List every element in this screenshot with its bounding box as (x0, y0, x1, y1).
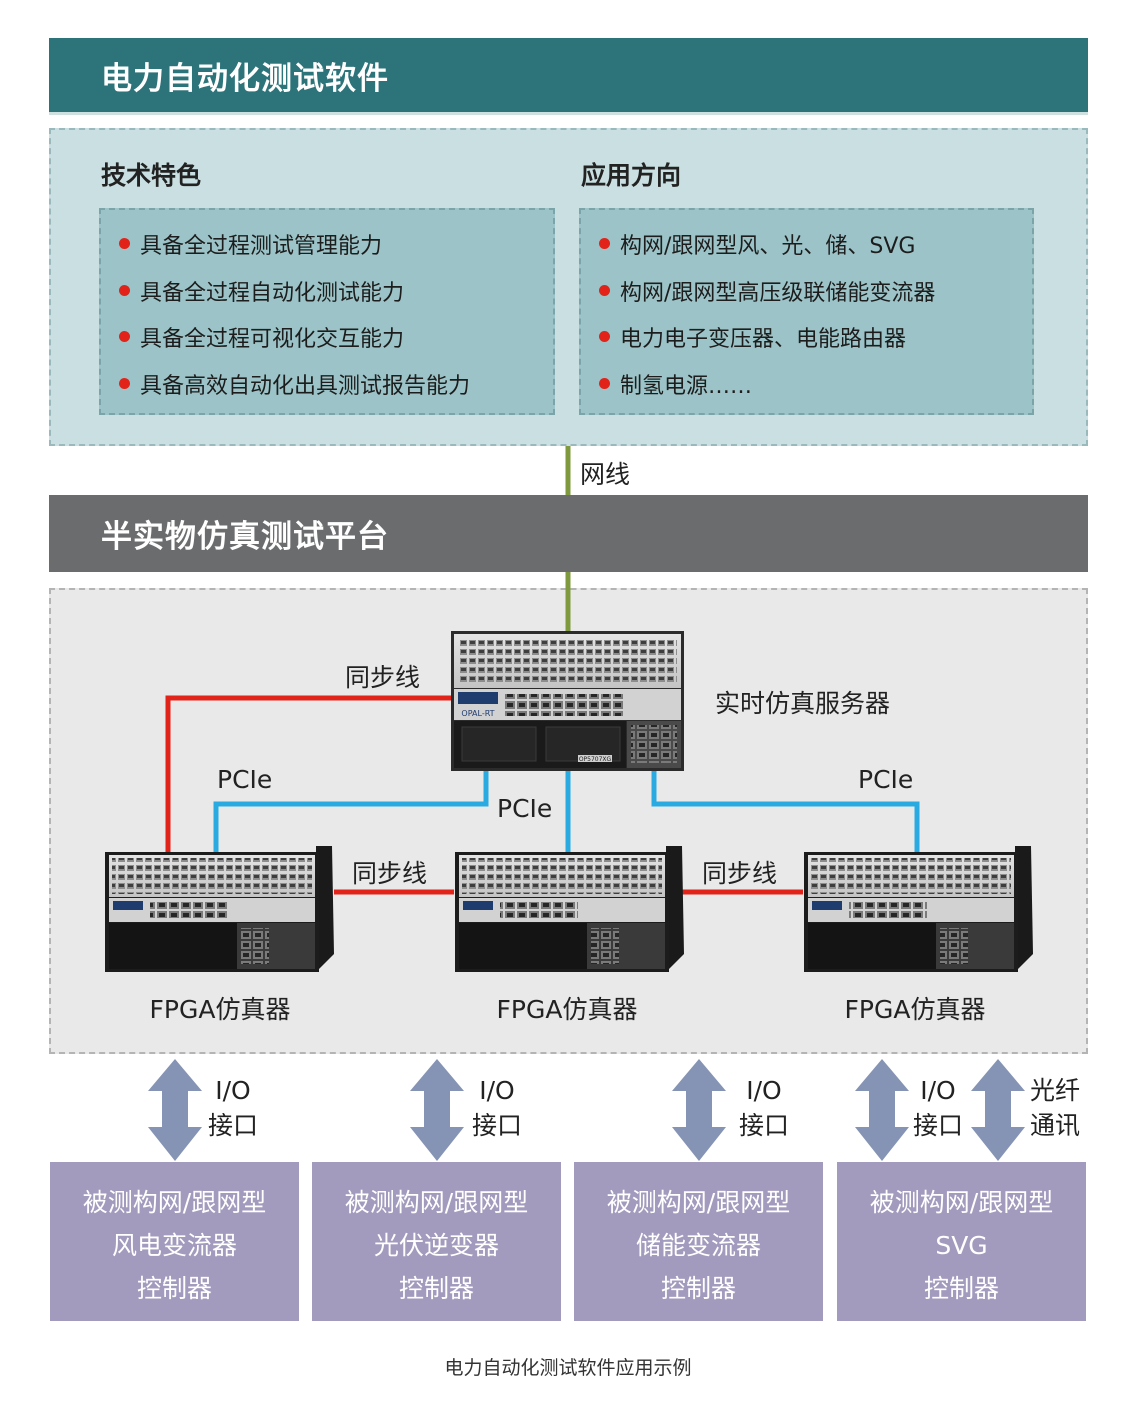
platform-band-title: 半实物仿真测试平台 (101, 519, 389, 555)
controller-box-svg: 被测构网/跟网型 SVG 控制器 (837, 1162, 1086, 1321)
software-band: 电力自动化测试软件 (49, 38, 1088, 115)
network-cable-label: 网线 (580, 460, 631, 489)
software-band-title: 电力自动化测试软件 (101, 60, 389, 97)
realtime-server-label: 实时仿真服务器 (715, 689, 891, 718)
io-arrow-icon (855, 1059, 909, 1161)
pcie-line-left (213, 768, 489, 852)
io-arrow-icon (148, 1059, 202, 1161)
io-arrow-icon (410, 1059, 464, 1161)
list-item: 具备高效自动化出具测试报告能力 (119, 368, 470, 400)
controller-box-pv: 被测构网/跟网型 光伏逆变器 控制器 (312, 1162, 561, 1321)
bullet-dot-icon (599, 285, 610, 296)
list-item: 具备全过程测试管理能力 (119, 228, 382, 260)
fpga-rack-image (105, 846, 334, 972)
pcie-label: PCIe (217, 765, 273, 794)
sync-line-label: 同步线 (352, 859, 428, 888)
applications-title: 应用方向 (581, 161, 682, 190)
list-item: 构网/跟网型风、光、储、SVG (599, 228, 915, 260)
server-brand-text: OPAL-RT (461, 709, 494, 718)
bullet-dot-icon (599, 238, 610, 249)
io-arrow-icon (672, 1059, 726, 1161)
list-item: 具备全过程可视化交互能力 (119, 321, 404, 353)
fpga-rack-image (455, 846, 684, 972)
figure-caption: 电力自动化测试软件应用示例 (444, 1357, 692, 1379)
list-item: 构网/跟网型高压级联储能变流器 (599, 275, 935, 307)
controller-box-wind: 被测构网/跟网型 风电变流器 控制器 (50, 1162, 299, 1321)
bullet-dot-icon (119, 331, 130, 342)
server-model-text: OP5707XG (579, 756, 612, 763)
fpga-simulator-label: FPGA仿真器 (496, 995, 638, 1024)
features-title: 技术特色 (101, 161, 202, 190)
bullet-dot-icon (599, 378, 610, 389)
sync-line-label: 同步线 (702, 859, 778, 888)
fiber-comm-label: 光纤通讯 (1030, 1076, 1081, 1140)
list-item: 制氢电源…… (599, 368, 752, 400)
pcie-label: PCIe (858, 765, 914, 794)
fpga-simulator-label: FPGA仿真器 (844, 995, 986, 1024)
list-item: 电力电子变压器、电能路由器 (599, 321, 906, 353)
controller-box-storage: 被测构网/跟网型 储能变流器 控制器 (574, 1162, 823, 1321)
pcie-label: PCIe (497, 794, 553, 823)
sync-line-left (165, 695, 453, 852)
bullet-dot-icon (119, 238, 130, 249)
list-item: 具备全过程自动化测试能力 (119, 275, 404, 307)
bullet-dot-icon (119, 285, 130, 296)
sync-line-label: 同步线 (345, 663, 421, 692)
platform-band: 半实物仿真测试平台 (49, 495, 1088, 572)
features-list: 具备全过程测试管理能力 具备全过程自动化测试能力 具备全过程可视化交互能力 具备… (99, 208, 555, 415)
applications-list: 构网/跟网型风、光、储、SVG 构网/跟网型高压级联储能变流器 电力电子变压器、… (579, 208, 1034, 415)
fiber-arrow-icon (971, 1059, 1025, 1161)
fpga-rack-image (804, 846, 1033, 972)
bullet-dot-icon (119, 378, 130, 389)
bullet-dot-icon (599, 331, 610, 342)
pcie-line-right (651, 768, 920, 852)
fpga-simulator-label: FPGA仿真器 (149, 995, 291, 1024)
realtime-server-image: OPAL-RT OP5707XG (451, 631, 684, 771)
